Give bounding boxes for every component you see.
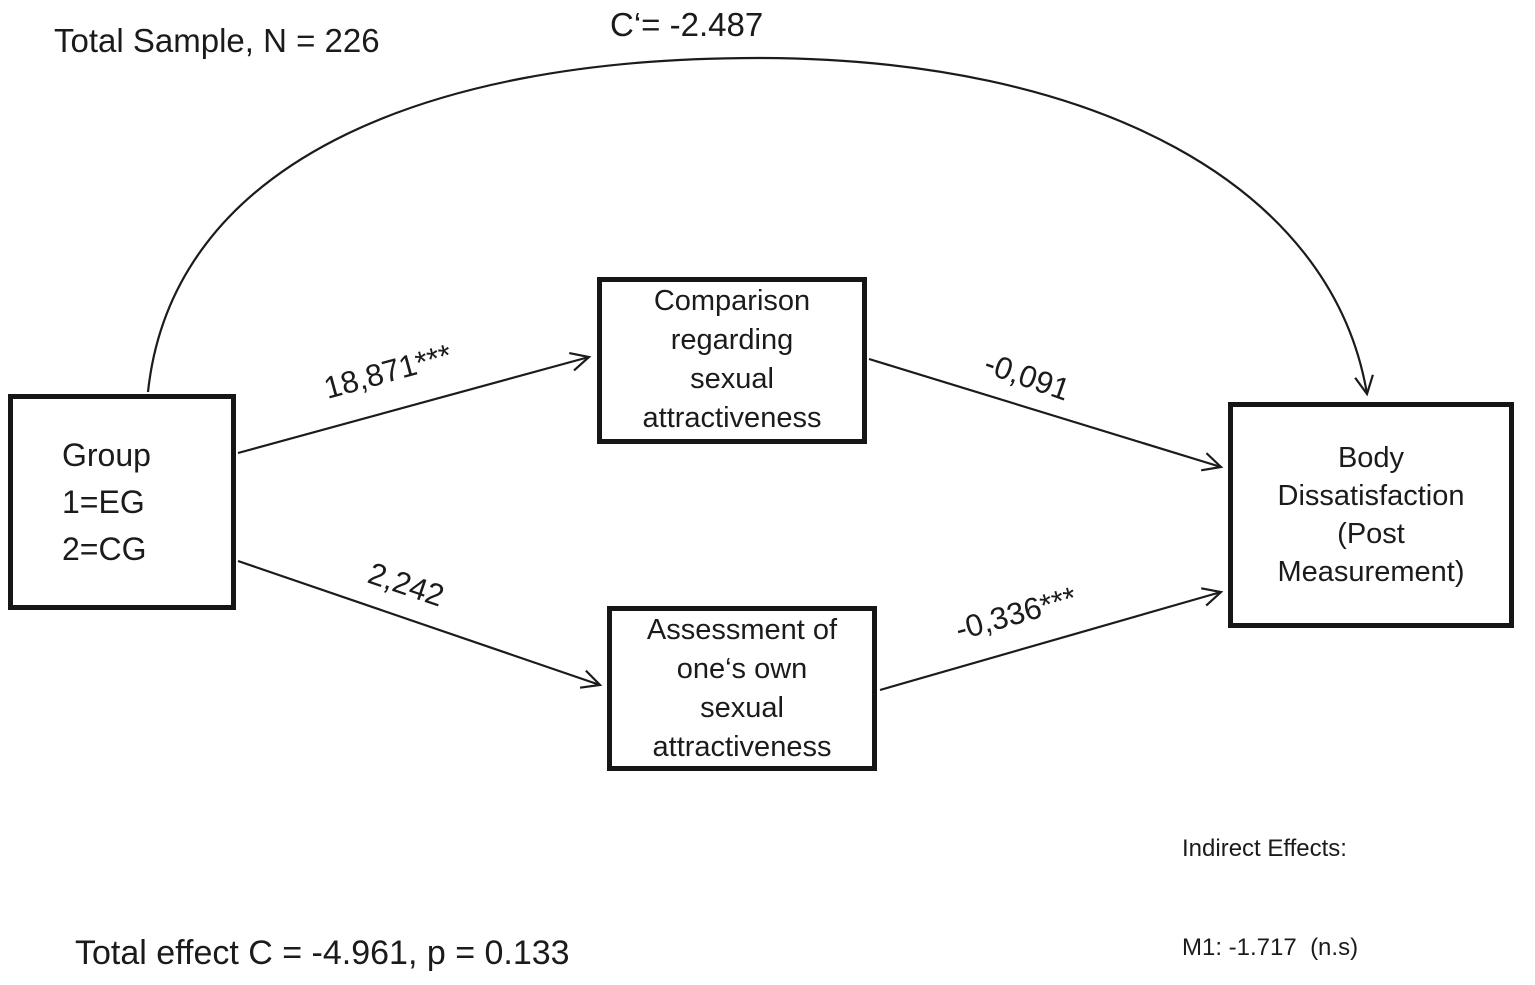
node-group: Group 1=EG 2=CG (8, 394, 236, 610)
arrow-group-to-m2 (237, 559, 603, 689)
node-mediator1-label: Comparison regarding sexual attractivene… (642, 285, 822, 434)
arrow-m1-to-outcome (868, 357, 1224, 472)
direct-effect-curve-arrow (146, 56, 1374, 397)
node-mediator2-label: Assessment of one‘s own sexual attractiv… (646, 614, 838, 763)
total-effect-label: Total effect C = -4.961, p = 0.133 (75, 934, 570, 972)
total-sample-label: Total Sample, N = 226 (54, 22, 380, 59)
arrow-m2-to-outcome (879, 587, 1224, 692)
node-outcome-label: Body Dissatisfaction (Post Measurement) (1277, 442, 1465, 588)
node-mediator2-assessment: Assessment of one‘s own sexual attractiv… (607, 606, 877, 771)
node-mediator1-comparison: Comparison regarding sexual attractivene… (597, 277, 867, 444)
node-outcome-body-dissatisfaction: Body Dissatisfaction (Post Measurement) (1228, 402, 1514, 628)
arrow-group-to-m1 (237, 351, 592, 455)
node-group-label: Group 1=EG 2=CG (62, 436, 151, 567)
indirect-effects-title: Indirect Effects: (1182, 835, 1347, 862)
indirect-effect-m1: M1: -1.717 (n.s) (1182, 934, 1359, 961)
indirect-effects-block: Indirect Effects: M1: -1.717 (n.s) M2: -… (1182, 766, 1535, 985)
c-prime-coefficient-label: C‘= -2.487 (610, 6, 764, 43)
